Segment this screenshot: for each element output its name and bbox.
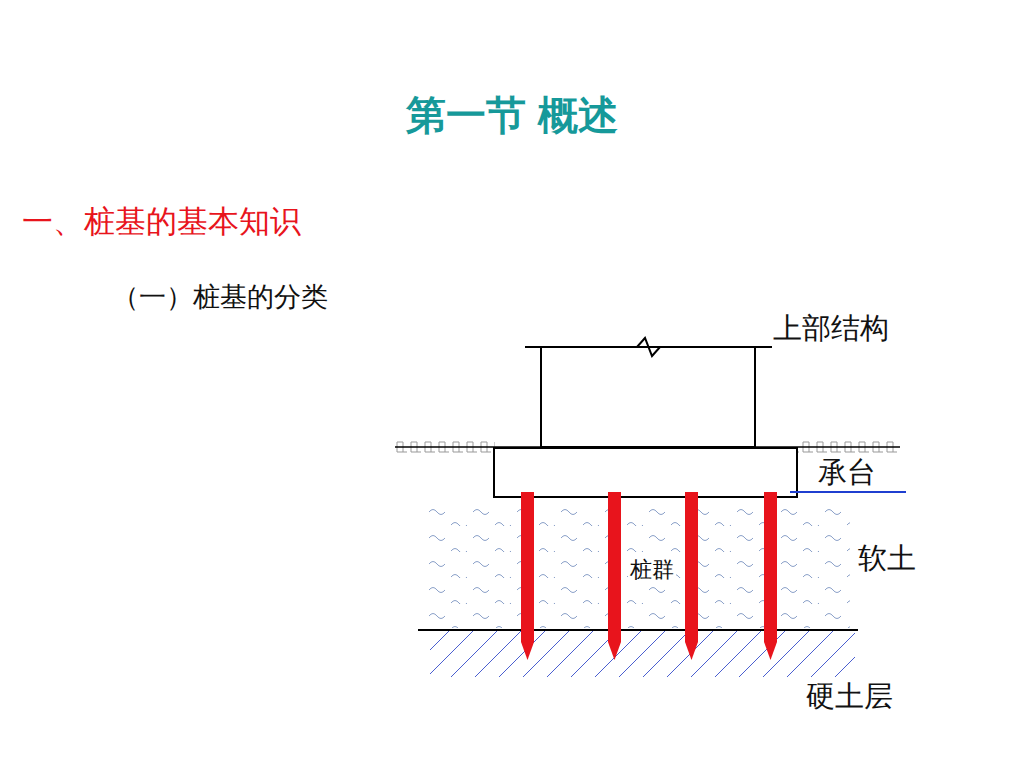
part-label: 软土 bbox=[858, 542, 916, 575]
section-heading: 一、桩基的基本知识 bbox=[22, 204, 301, 240]
hard-layer-hatch bbox=[430, 631, 855, 677]
part-label: 上部结构 bbox=[773, 312, 889, 345]
part-label: 硬土层 bbox=[806, 680, 893, 713]
ground-surface bbox=[797, 441, 900, 455]
pile-group bbox=[521, 492, 777, 660]
superstructure bbox=[541, 347, 755, 447]
leader-line bbox=[790, 491, 906, 493]
part-label: 桩群 bbox=[628, 557, 676, 582]
hard-layer-line bbox=[418, 629, 858, 631]
slide-title: 第一节 概述 bbox=[406, 92, 617, 138]
sub-heading: （一）桩基的分类 bbox=[112, 282, 328, 313]
soft-soil bbox=[425, 500, 850, 628]
ground-surface bbox=[395, 441, 495, 455]
part-label: 承台 bbox=[818, 456, 876, 489]
pile-cap bbox=[494, 448, 797, 497]
break-line bbox=[525, 338, 772, 356]
